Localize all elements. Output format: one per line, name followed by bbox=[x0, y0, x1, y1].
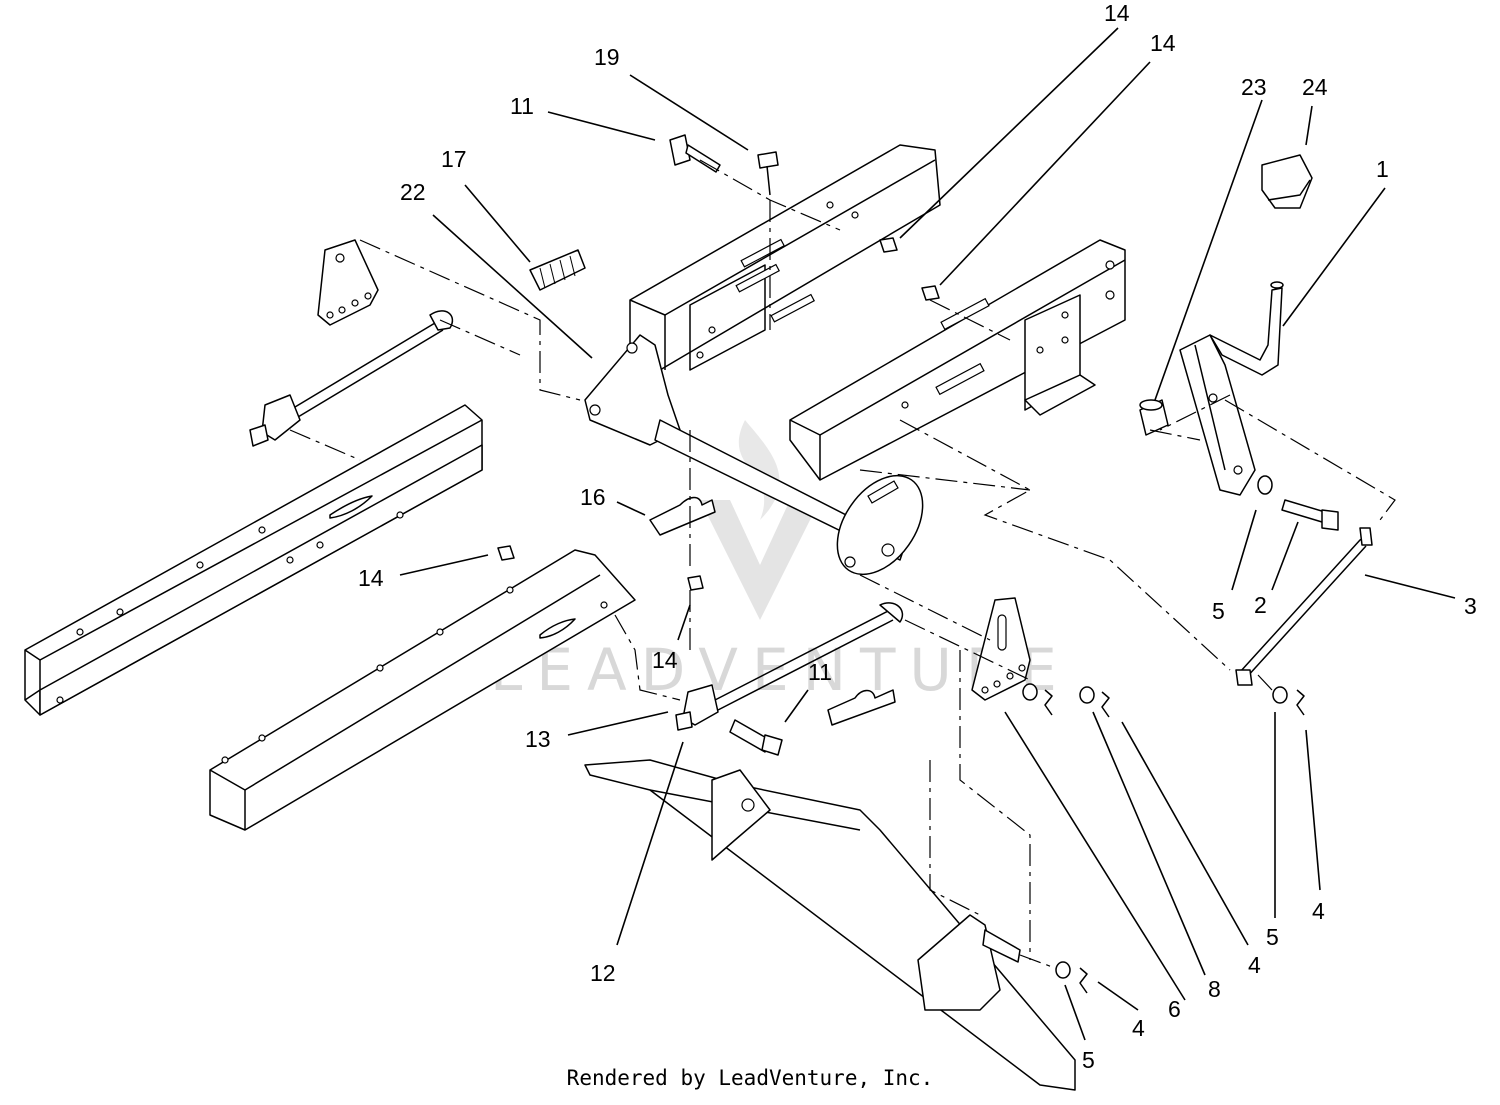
callout-6: 6 bbox=[1168, 996, 1181, 1022]
deck-mount bbox=[584, 759, 1076, 1091]
lower-frame-rail bbox=[209, 549, 636, 831]
height-adjust-lever bbox=[1139, 154, 1313, 496]
callout-24: 24 bbox=[1302, 74, 1328, 100]
callout-5: 5 bbox=[1082, 1047, 1095, 1073]
callout-22: 22 bbox=[400, 179, 426, 205]
left-frame-rail bbox=[24, 404, 483, 716]
callout-5: 5 bbox=[1212, 598, 1225, 624]
callout-16: 16 bbox=[580, 484, 606, 510]
callout-4: 4 bbox=[1132, 1015, 1145, 1041]
callouts: 1 2 3 4 4 4 4 5 5 5 6 8 11 11 12 13 14 1… bbox=[358, 0, 1477, 1073]
footer-credit: Rendered by LeadVenture, Inc. bbox=[566, 1066, 934, 1090]
callout-14: 14 bbox=[652, 647, 678, 673]
callout-8: 8 bbox=[1208, 976, 1221, 1002]
callout-14: 14 bbox=[1150, 30, 1176, 56]
callout-14: 14 bbox=[1104, 0, 1130, 26]
lift-link-lower bbox=[675, 602, 904, 756]
callout-3: 3 bbox=[1464, 593, 1477, 619]
right-cross-member bbox=[789, 239, 1126, 481]
upper-cross-bracket bbox=[629, 144, 941, 371]
callout-11: 11 bbox=[808, 659, 832, 685]
lift-shaft-assembly bbox=[584, 334, 924, 576]
lift-plate-right bbox=[971, 597, 1031, 701]
lift-link-left bbox=[249, 310, 454, 447]
callout-13: 13 bbox=[525, 726, 551, 752]
callout-14: 14 bbox=[358, 565, 384, 591]
leader-lines bbox=[399, 27, 1456, 1041]
lift-plate-left bbox=[317, 239, 379, 326]
callout-5: 5 bbox=[1266, 924, 1279, 950]
callout-11: 11 bbox=[510, 93, 534, 119]
callout-4: 4 bbox=[1312, 898, 1325, 924]
callout-17: 17 bbox=[441, 146, 467, 172]
callout-2: 2 bbox=[1254, 592, 1267, 618]
callout-1: 1 bbox=[1376, 156, 1389, 182]
callout-12: 12 bbox=[590, 960, 616, 986]
callout-4: 4 bbox=[1248, 952, 1261, 978]
hardware bbox=[497, 134, 1373, 994]
callout-23: 23 bbox=[1241, 74, 1267, 100]
callout-19: 19 bbox=[594, 44, 620, 70]
assembly-lines bbox=[289, 159, 1396, 969]
